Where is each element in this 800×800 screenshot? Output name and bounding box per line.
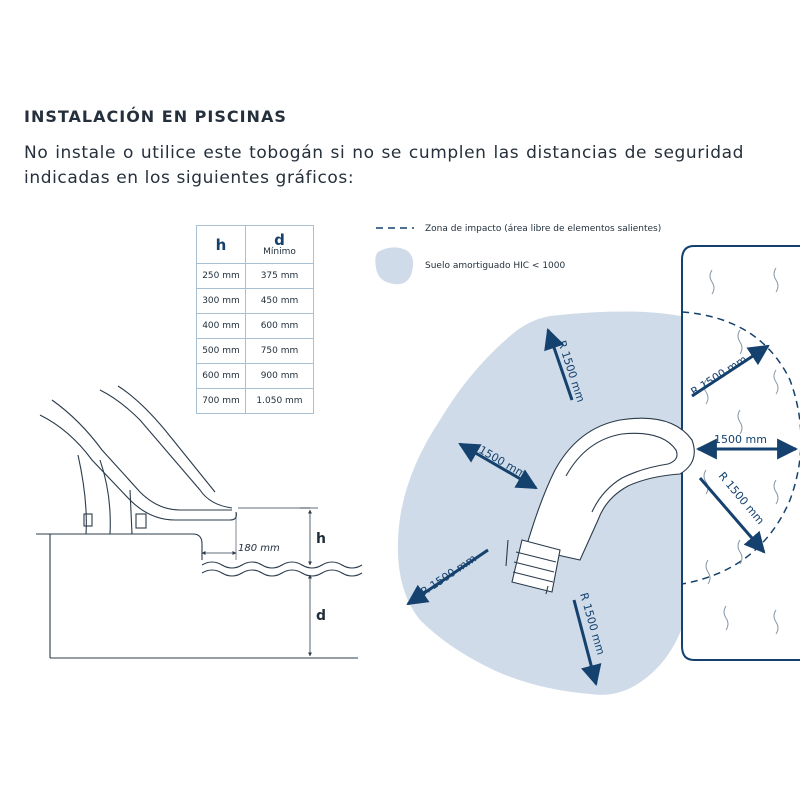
arrow-r1500-lower-left	[406, 548, 489, 606]
cell-h: 600 mm	[196, 363, 246, 389]
pool-deck	[36, 533, 203, 560]
water-surface	[201, 561, 363, 569]
slide-rail	[99, 389, 233, 509]
slide-support-back	[99, 459, 111, 535]
arrow-r1500-top	[544, 328, 574, 401]
anchor-bolt	[135, 513, 147, 529]
side-view-diagram	[36, 385, 363, 659]
slide-rail-2	[117, 385, 216, 493]
cell-h: 500 mm	[196, 338, 246, 364]
arrow-r1500-lower-right	[698, 477, 766, 554]
arrow-r1500-upper-right	[691, 344, 770, 398]
label-1500-right: 1500 mm	[714, 433, 767, 446]
slide-chute-inner	[51, 399, 232, 511]
slide-chute	[39, 414, 237, 521]
cell-d: 1.050 mm	[245, 388, 314, 414]
water-surface-2	[201, 569, 363, 577]
slide-top-view	[505, 417, 695, 595]
cell-h: 250 mm	[196, 263, 246, 289]
water-marks	[703, 267, 779, 635]
arrow-1500-left	[458, 442, 538, 490]
d-label: d	[316, 608, 326, 624]
slide-support-rear	[129, 489, 133, 535]
cell-h: 700 mm	[196, 388, 246, 414]
cell-h: 400 mm	[196, 313, 246, 339]
soft-floor-swatch-icon	[375, 247, 414, 285]
legend-soft-floor: Suelo amortiguado HIC < 1000	[425, 261, 565, 271]
safety-intro-text: No instale o utilice este tobogán si no …	[24, 143, 744, 188]
anchor-bolt	[83, 513, 93, 527]
section-heading: INSTALACIÓN EN PISCINAS	[24, 107, 287, 126]
offset-label: 180 mm	[238, 543, 280, 554]
pool-outline	[681, 245, 800, 661]
h-label: h	[316, 531, 326, 547]
arrow-r1500-bottom	[572, 599, 602, 687]
plan-view-diagram: R 1500 mm 1500 mm R 1500 mm R 1500 mm R …	[397, 245, 800, 695]
legend-impact-zone: Zona de impacto (área libre de elementos…	[425, 224, 661, 234]
slide-support-front	[77, 454, 87, 535]
